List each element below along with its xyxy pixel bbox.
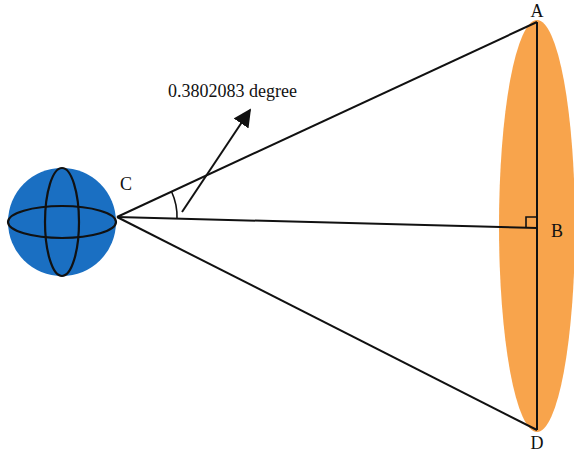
angle-value: 0.3802083 degree <box>168 82 297 100</box>
point-label: C <box>120 175 132 193</box>
right-angle-mark <box>526 217 537 228</box>
sun-disc <box>499 20 574 432</box>
point-label: D <box>531 434 544 452</box>
earth-globe <box>8 168 116 276</box>
pointer-arrow <box>182 110 250 212</box>
angle-arc <box>172 192 178 219</box>
point-label: B <box>551 222 563 240</box>
point-label: A <box>531 2 544 20</box>
sight-lines <box>117 22 537 430</box>
